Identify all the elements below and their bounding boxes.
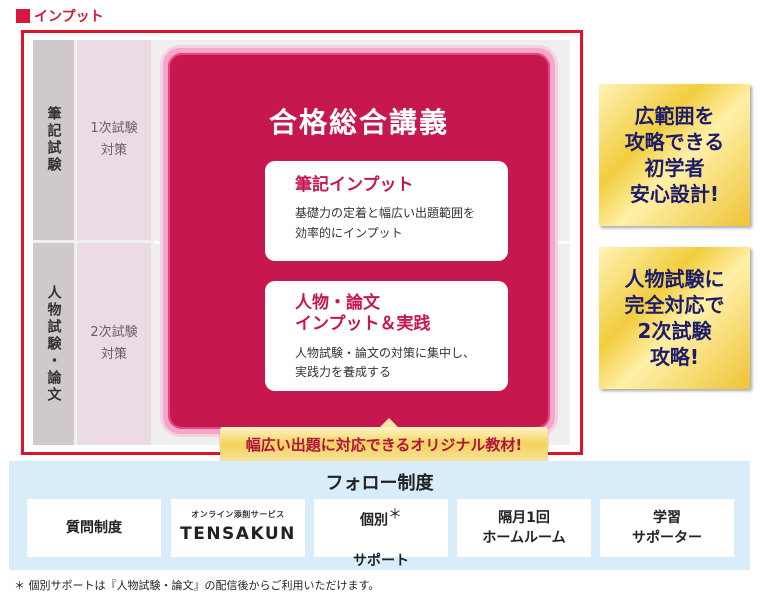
footnote: ＊ 個別サポートは『人物試験・論文』の配信後からご利用いただけます。 [14, 579, 380, 592]
learning-supporter-label: 学習 サポーター [632, 509, 702, 546]
exam-type-column: 筆記試験 人物試験・論文 [33, 40, 74, 445]
tensakun-caption: オンライン添削サービス [191, 509, 285, 519]
course-card: 合格総合講義 筆記インプット 基礎力の定着と幅広い出題範囲を 効率的にインプット… [168, 53, 550, 429]
interview-essay-body: 人物試験・論文の対策に集中し、 実践力を養成する [295, 345, 476, 380]
follow-system-section: フォロー制度 質問制度 オンライン添削サービス TENSAKUN 個別＊ サポー… [9, 461, 750, 570]
question-system-label: 質問制度 [66, 519, 122, 536]
section-label: インプット [16, 6, 104, 26]
individual-support-label: 個別 [360, 512, 388, 529]
learning-supporter-item: 学習 サポーター [600, 499, 734, 557]
written-input-card: 筆記インプット 基礎力の定着と幅広い出題範囲を 効率的にインプット [265, 161, 508, 261]
interview-essay-card: 人物・論文 インプット＆実践 人物試験・論文の対策に集中し、 実践力を養成する [265, 281, 508, 391]
exam-phase-column: 1次試験 対策 2次試験 対策 [77, 40, 151, 445]
homeroom-item: 隔月1回 ホームルーム [457, 499, 591, 557]
individual-support-item: 個別＊ サポート [314, 499, 448, 569]
beginner-callout: 広範囲を 攻略できる 初学者 安心設計! [599, 84, 750, 226]
asterisk-icon: ＊ [388, 506, 402, 523]
exam-written-label: 筆記試験 [45, 106, 62, 174]
exam-interview-label: 人物試験・論文 [45, 284, 62, 404]
phase-first-cell: 1次試験 対策 [77, 40, 151, 240]
interview-essay-title: 人物・論文 インプット＆実践 [295, 293, 431, 335]
written-input-body: 基礎力の定着と幅広い出題範囲を 効率的にインプット [295, 206, 476, 241]
tensakun-item: オンライン添削サービス TENSAKUN [171, 499, 305, 557]
question-system-item: 質問制度 [27, 499, 161, 557]
second-exam-callout-text: 人物試験に 完全対応で 2次試験 攻略! [624, 267, 725, 369]
section-label-text: インプット [34, 9, 104, 25]
individual-support-sub: サポート [353, 553, 409, 570]
phase-first-label: 1次試験 対策 [90, 120, 138, 158]
follow-system-title: フォロー制度 [325, 473, 434, 494]
phase-second-cell: 2次試験 対策 [77, 243, 151, 445]
phase-second-label: 2次試験 対策 [90, 324, 138, 362]
homeroom-label: 隔月1回 ホームルーム [482, 509, 566, 546]
beginner-callout-text: 広範囲を 攻略できる 初学者 安心設計! [624, 104, 725, 206]
tensakun-logo: TENSAKUN [180, 524, 296, 545]
input-section-frame: 筆記試験 人物試験・論文 1次試験 対策 2次試験 対策 合格総合講義 筆記イン… [21, 30, 583, 461]
second-exam-callout: 人物試験に 完全対応で 2次試験 攻略! [599, 247, 750, 389]
badge-pointer-icon [379, 418, 399, 428]
course-title: 合格総合講義 [268, 106, 449, 139]
exam-written-cell: 筆記試験 [33, 40, 74, 240]
exam-interview-cell: 人物試験・論文 [33, 243, 74, 445]
original-materials-badge: 幅広い出題に対応できるオリジナル教材! [220, 427, 548, 461]
written-input-title: 筆記インプット [295, 175, 414, 195]
section-marker-icon [16, 9, 30, 23]
